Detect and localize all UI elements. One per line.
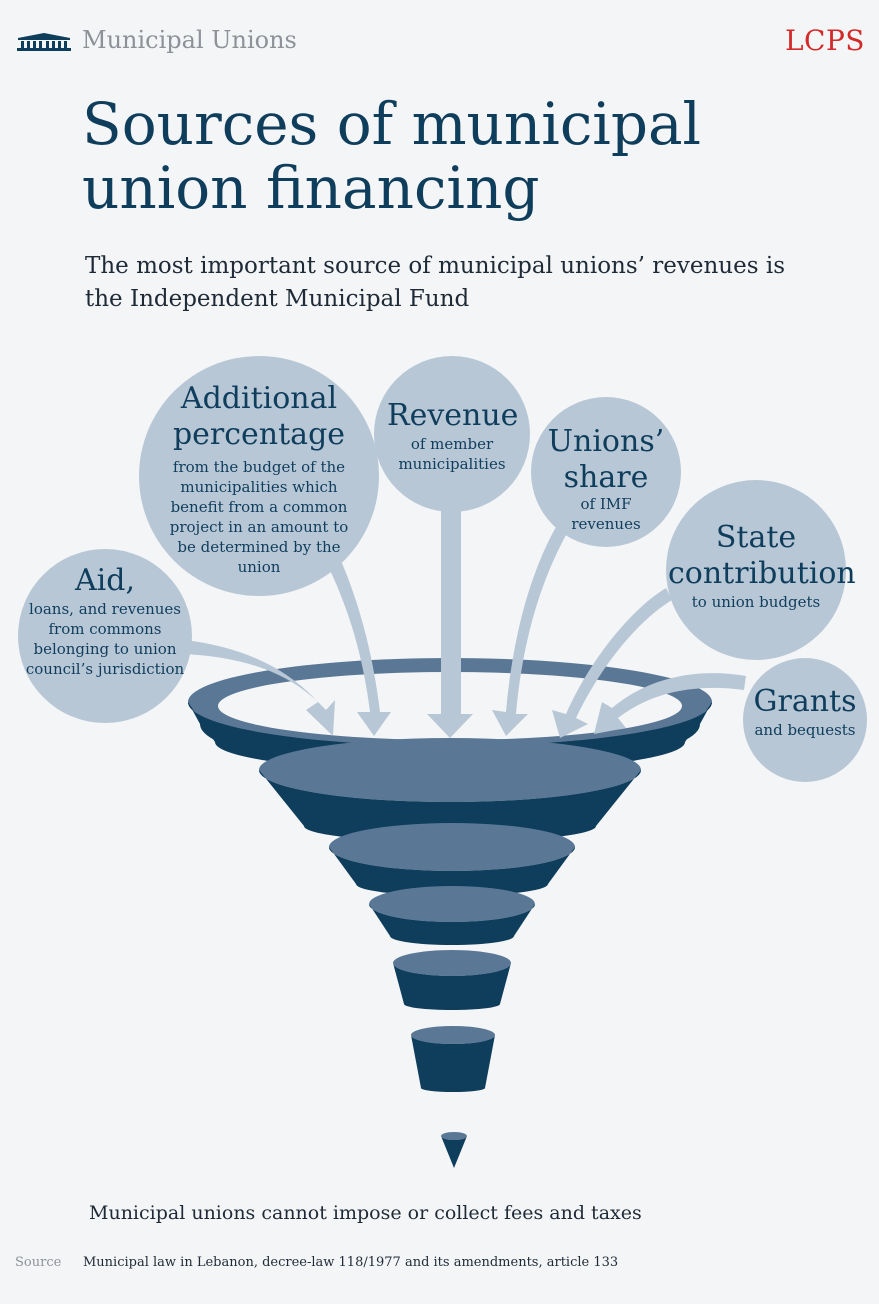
source-additional-percentage-title: Additional percentage <box>172 381 346 452</box>
source-label: Source <box>15 1255 62 1270</box>
source-unions-share: Unions’ share of IMF revenues <box>546 424 666 534</box>
circle-unions-share <box>531 397 681 547</box>
source-state-contribution-title: State contribution <box>668 520 856 591</box>
source-aid: Aid, loans, and revenues from commons be… <box>18 563 192 679</box>
source-grants-title: Grants <box>753 684 857 719</box>
arrow-aid <box>185 640 335 736</box>
source-circles <box>18 356 867 782</box>
brand-logo[interactable]: LCPS <box>784 24 865 57</box>
source-aid-title: Aid, <box>75 563 135 598</box>
section-label: Municipal Unions <box>82 26 297 54</box>
source-additional-percentage: Additional percentage from the budget of… <box>164 381 354 577</box>
arrow-additional-percentage <box>325 554 391 736</box>
arrow-unions-share <box>492 520 570 736</box>
funnel-tip <box>441 1132 467 1168</box>
funnel-ring-2 <box>259 738 641 842</box>
arrow-revenue <box>427 508 473 738</box>
source-state-contribution: State contribution to union budgets <box>668 520 856 612</box>
circle-state-contribution <box>666 480 846 660</box>
source-revenue-body: of member municipalities <box>398 435 506 473</box>
arrow-grants <box>594 673 746 734</box>
circle-aid <box>18 549 192 723</box>
circle-grants <box>743 658 867 782</box>
circle-additional-percentage <box>139 356 379 596</box>
source-additional-percentage-body: from the budget of the municipalities wh… <box>169 458 349 576</box>
source-citation: Municipal law in Lebanon, decree-law 118… <box>83 1255 619 1270</box>
funnel-ring-5 <box>393 950 511 1010</box>
source-grants-body: and bequests <box>754 721 856 739</box>
circle-revenue <box>374 356 530 512</box>
source-revenue: Revenue of member municipalities <box>387 398 519 474</box>
funnel-ring-4 <box>369 886 535 945</box>
source-arrows <box>185 508 746 738</box>
funnel-ring-3 <box>329 823 575 896</box>
page-title: Sources of municipal union financing <box>82 90 702 222</box>
source-grants: Grants and bequests <box>746 684 864 740</box>
building-columns-icon <box>17 33 71 51</box>
arrow-state-contribution <box>552 588 672 738</box>
page-subtitle: The most important source of municipal u… <box>85 253 785 312</box>
source-revenue-title: Revenue <box>387 398 519 433</box>
source-aid-body: loans, and revenues from commons belongi… <box>25 600 185 678</box>
source-unions-share-title: Unions’ share <box>547 424 665 495</box>
footer-note: Municipal unions cannot impose or collec… <box>89 1202 642 1224</box>
funnel-ring-6 <box>411 1026 495 1092</box>
source-unions-share-body: of IMF revenues <box>571 495 641 533</box>
source-state-contribution-body: to union budgets <box>691 593 821 611</box>
